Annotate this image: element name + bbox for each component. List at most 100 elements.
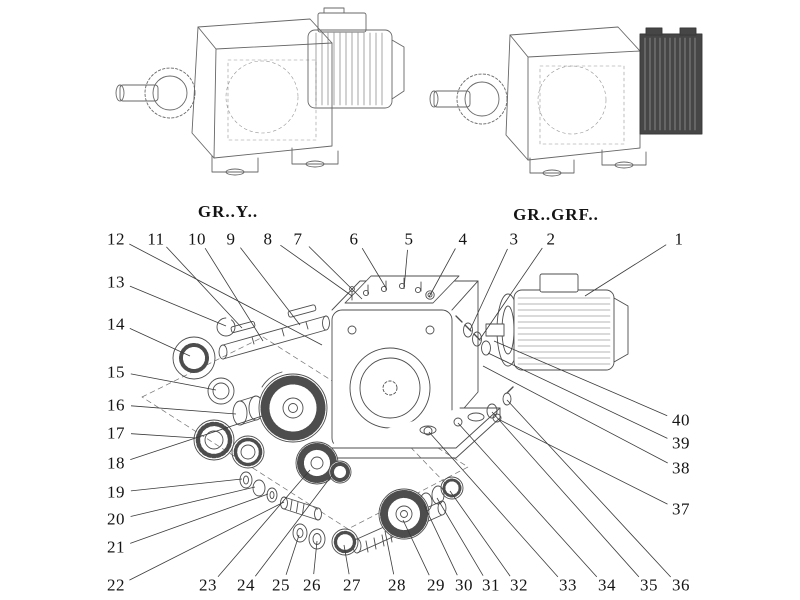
leader-line-19 [130,478,243,492]
part-number-37: 37 [672,499,690,519]
shaft-key [287,304,317,318]
part-number-23: 23 [199,575,217,595]
spacer-ring [207,377,235,405]
part-number-14: 14 [107,314,125,334]
mount-slot [419,425,437,435]
drain-plug [453,417,463,427]
leader-line-24 [254,473,334,577]
gear-housing [317,280,501,459]
output-shaft [433,90,471,108]
washer [239,471,253,489]
leader-line-38 [482,365,668,464]
motor [485,273,629,371]
ball-bearing [231,435,265,469]
serrated-ring [172,336,216,380]
leader-line-11 [166,246,243,329]
foot [529,157,575,174]
leader-line-21 [130,493,269,544]
part-number-21: 21 [107,537,125,557]
leader-line-6 [361,247,387,289]
washer [308,528,326,550]
leader-line-31 [436,497,484,576]
part-number-1: 1 [674,229,684,249]
terminal-box [317,12,367,33]
part-number-39: 39 [672,433,690,453]
leader-line-3 [469,248,508,331]
leader-line-27 [343,544,350,575]
part-number-40: 40 [672,410,690,430]
leader-lines [129,243,671,581]
part-number-12: 12 [107,229,125,249]
motor-body [307,29,393,109]
gearbox-housing [191,18,333,159]
terminal-box [539,273,579,293]
leader-line-18 [130,415,263,460]
nut [266,487,278,503]
part-number-30: 30 [455,575,473,595]
washer [486,403,498,419]
part-number-4: 4 [458,229,468,249]
part-number-13: 13 [107,272,125,292]
retaining-ring [431,485,445,505]
output-shaft-assembly [292,476,464,556]
leader-line-12 [129,243,323,346]
leader-line-20 [130,486,256,517]
leader-line-22 [129,501,285,581]
part-number-5: 5 [404,229,414,249]
part-number-24: 24 [237,575,255,595]
plugs-and-bolts [423,386,514,436]
part-number-16: 16 [107,395,125,415]
gr-grf-assembly-drawing [429,26,703,177]
leader-line-30 [423,504,458,576]
snap-ring [216,317,236,337]
leader-line-8 [280,244,353,297]
fin-cover [639,27,703,135]
leader-line-9 [240,247,301,326]
fan-cover [613,297,629,363]
shaft-key [230,320,256,334]
exploded-view-drawing [141,273,629,556]
part-number-33: 33 [559,575,577,595]
washer [252,479,266,497]
bearing-stack [172,317,265,469]
part-number-28: 28 [388,575,406,595]
part-number-7: 7 [293,229,303,249]
part-number-34: 34 [598,575,616,595]
part-number-27: 27 [343,575,361,595]
part-number-11: 11 [147,229,165,249]
part-number-38: 38 [672,458,690,478]
part-number-29: 29 [427,575,445,595]
motor-fins [315,32,383,106]
leader-line-17 [130,433,197,439]
leader-line-36 [506,399,671,578]
part-number-18: 18 [107,453,125,473]
leader-line-4 [428,248,456,298]
eye-bolt [425,290,435,300]
leader-line-32 [449,490,511,577]
leader-line-14 [129,328,191,357]
base-plate [317,407,501,449]
ball-bearing [193,419,235,461]
large-gear [258,371,328,443]
part-number-35: 35 [640,575,658,595]
motor-fins [517,297,611,365]
mount-slot [467,412,485,422]
part-number-25: 25 [272,575,290,595]
leader-line-40 [493,340,668,417]
part-number-32: 32 [510,575,528,595]
leader-line-7 [308,246,363,300]
leader-line-33 [428,431,559,578]
leader-line-13 [129,285,227,327]
foot [291,147,339,165]
leader-line-10 [204,247,264,342]
part-number-3: 3 [509,229,519,249]
pinion-shaft [283,496,319,521]
part-number-31: 31 [482,575,500,595]
leader-line-28 [384,530,395,575]
leader-line-39 [487,352,668,439]
ball-bearing [440,476,464,500]
leader-line-29 [402,519,430,576]
construction-plane [141,336,469,530]
